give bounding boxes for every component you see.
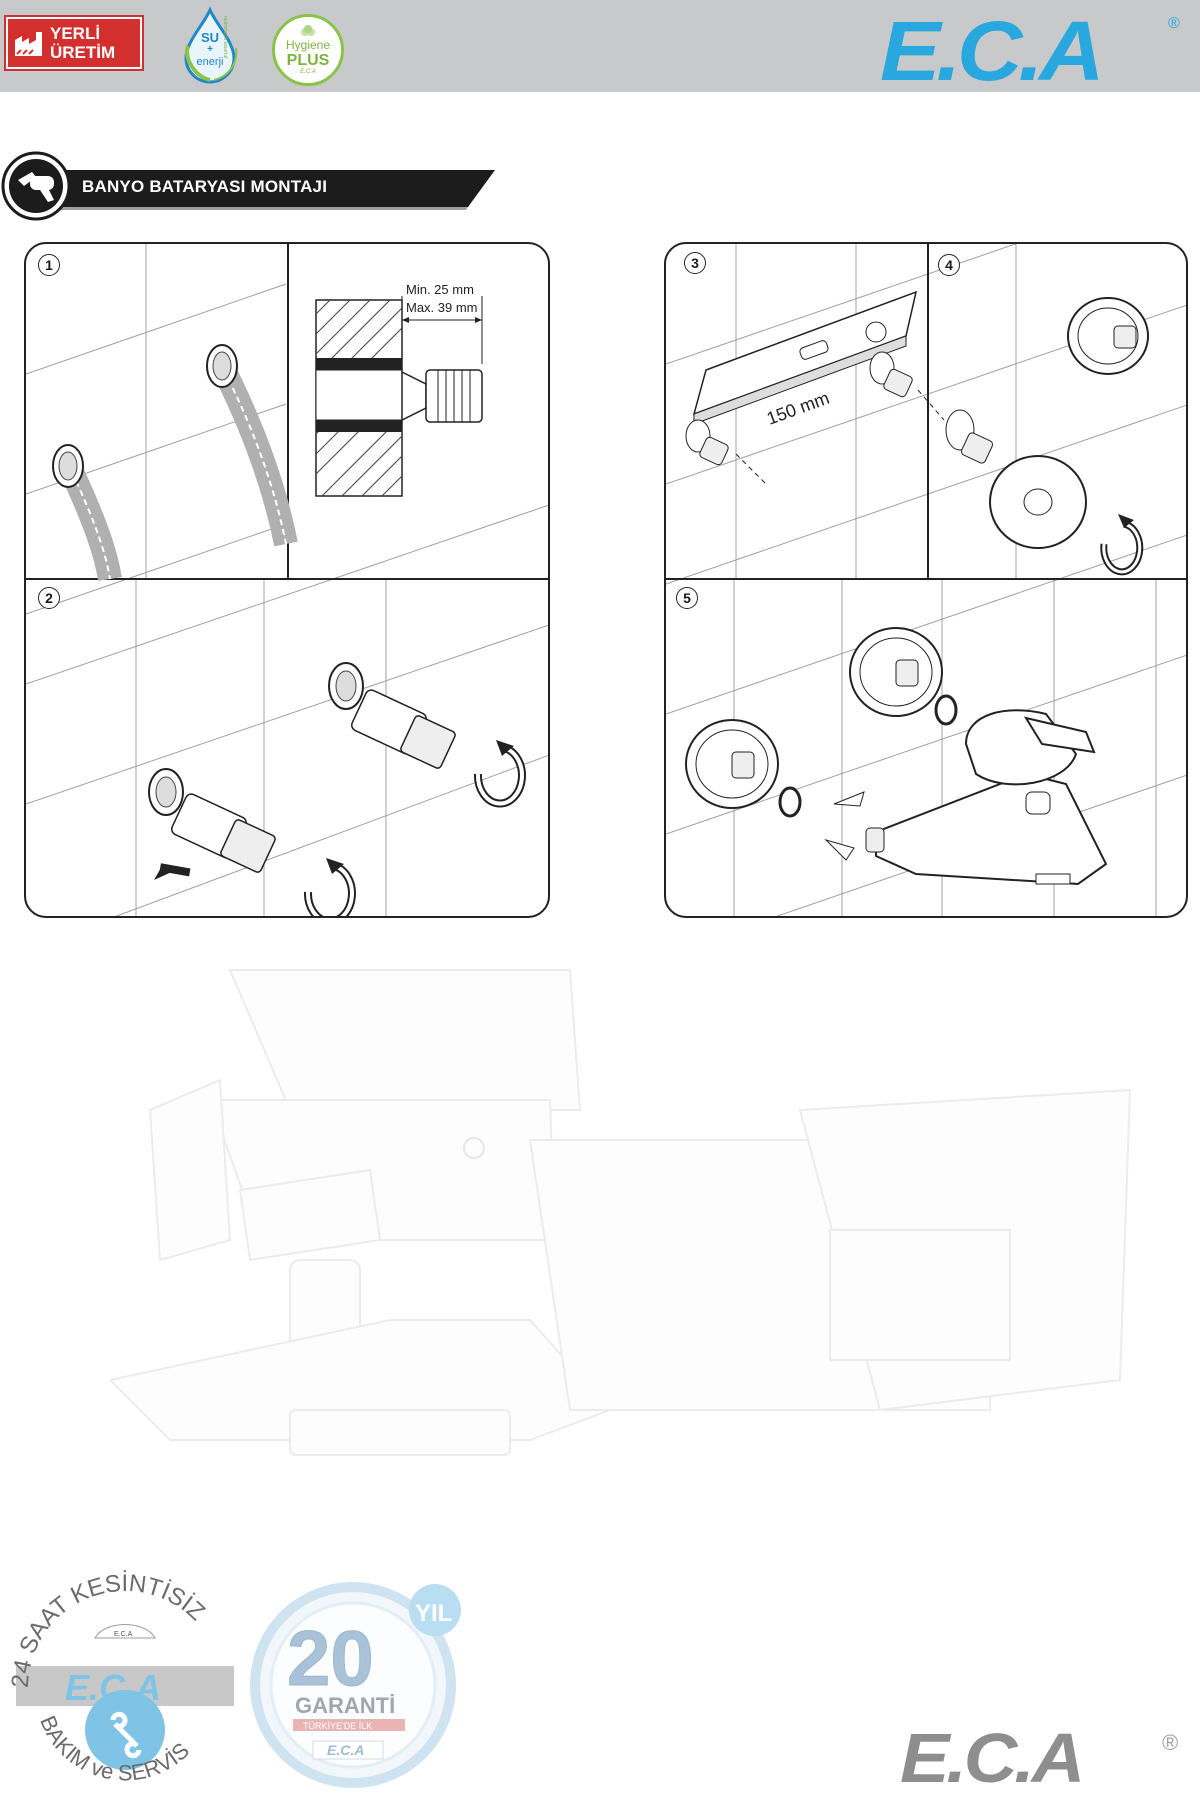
su-line1: SU <box>200 30 220 45</box>
su-enerji-badge: SU + enerji maksimum tasarruf <box>174 6 246 86</box>
leaf-icon <box>301 25 315 36</box>
eca-logo-top-text: E.C.A <box>880 6 1100 86</box>
step-number-3: 3 <box>684 252 706 274</box>
service-badge: E.C.A E.C.A 24 SAAT KESİNTİSİZ BAKIM ve … <box>7 1570 240 1800</box>
eca-logo-bottom-text: E.C.A <box>900 1722 1082 1787</box>
wall-cross-section <box>315 296 483 497</box>
eca-logo-bottom: E.C.A ® <box>900 1720 1190 1798</box>
section-title: BANYO BATARYASI MONTAJI <box>82 177 328 196</box>
spirit-level-illustration <box>685 290 945 485</box>
wall-pipe-illustration <box>52 344 298 582</box>
yerli-line1: YERLİ <box>50 24 101 43</box>
su-line2: + <box>207 44 213 55</box>
panel-steps-3-4-5: 3 4 5 150 mm <box>664 242 1188 918</box>
hygiene-line2: PLUS <box>286 52 330 69</box>
hygiene-line1: Hygiene <box>285 38 331 52</box>
factory-icon <box>8 19 50 67</box>
step-number-4: 4 <box>938 254 960 276</box>
hygiene-line3: E.C.A <box>300 69 316 75</box>
eca-registered-top: ® <box>1168 15 1180 32</box>
panel-steps-1-2: 1 2 Min. 25 mm Max. 39 mm <box>24 242 550 918</box>
yerli-line2: ÜRETİM <box>50 43 116 62</box>
warranty-sub: TÜRKİYE'DE İLK <box>303 1721 372 1731</box>
service-badge-logo: E.C.A <box>65 1667 161 1708</box>
hygiene-plus-badge: Hygiene PLUS E.C.A <box>272 14 344 86</box>
su-ring-text: maksimum tasarruf <box>222 16 228 59</box>
eca-logo-top: E.C.A ® <box>880 4 1185 98</box>
eca-registered-bottom: ® <box>1162 1730 1178 1755</box>
eccentric-connector-illustration <box>148 662 526 916</box>
faucet-background-image <box>110 969 1132 1456</box>
warranty-label: GARANTİ <box>295 1693 395 1718</box>
warranty-unit: YIL <box>415 1600 452 1627</box>
step-number-1: 1 <box>38 254 60 276</box>
step-number-5: 5 <box>676 587 698 609</box>
svg-text:E.C.A: E.C.A <box>114 1631 133 1638</box>
section-header <box>1 151 495 221</box>
warranty-badge: YIL 20 GARANTİ TÜRKİYE'DE İLK E.C.A <box>245 1565 475 1790</box>
wrench-hand-icon <box>18 172 54 202</box>
step-number-2: 2 <box>38 587 60 609</box>
step1-note-max: Max. 39 mm <box>406 300 478 315</box>
step1-note-min: Min. 25 mm <box>406 282 474 297</box>
yerli-uretim-badge: YERLİ ÜRETİM <box>6 17 142 69</box>
warranty-logo: E.C.A <box>327 1742 364 1758</box>
warranty-number: 20 <box>287 1614 374 1702</box>
faucet-mount-illustration <box>685 627 1108 886</box>
su-line3: enerji <box>196 56 224 68</box>
rosette-cover-illustration <box>945 297 1149 576</box>
